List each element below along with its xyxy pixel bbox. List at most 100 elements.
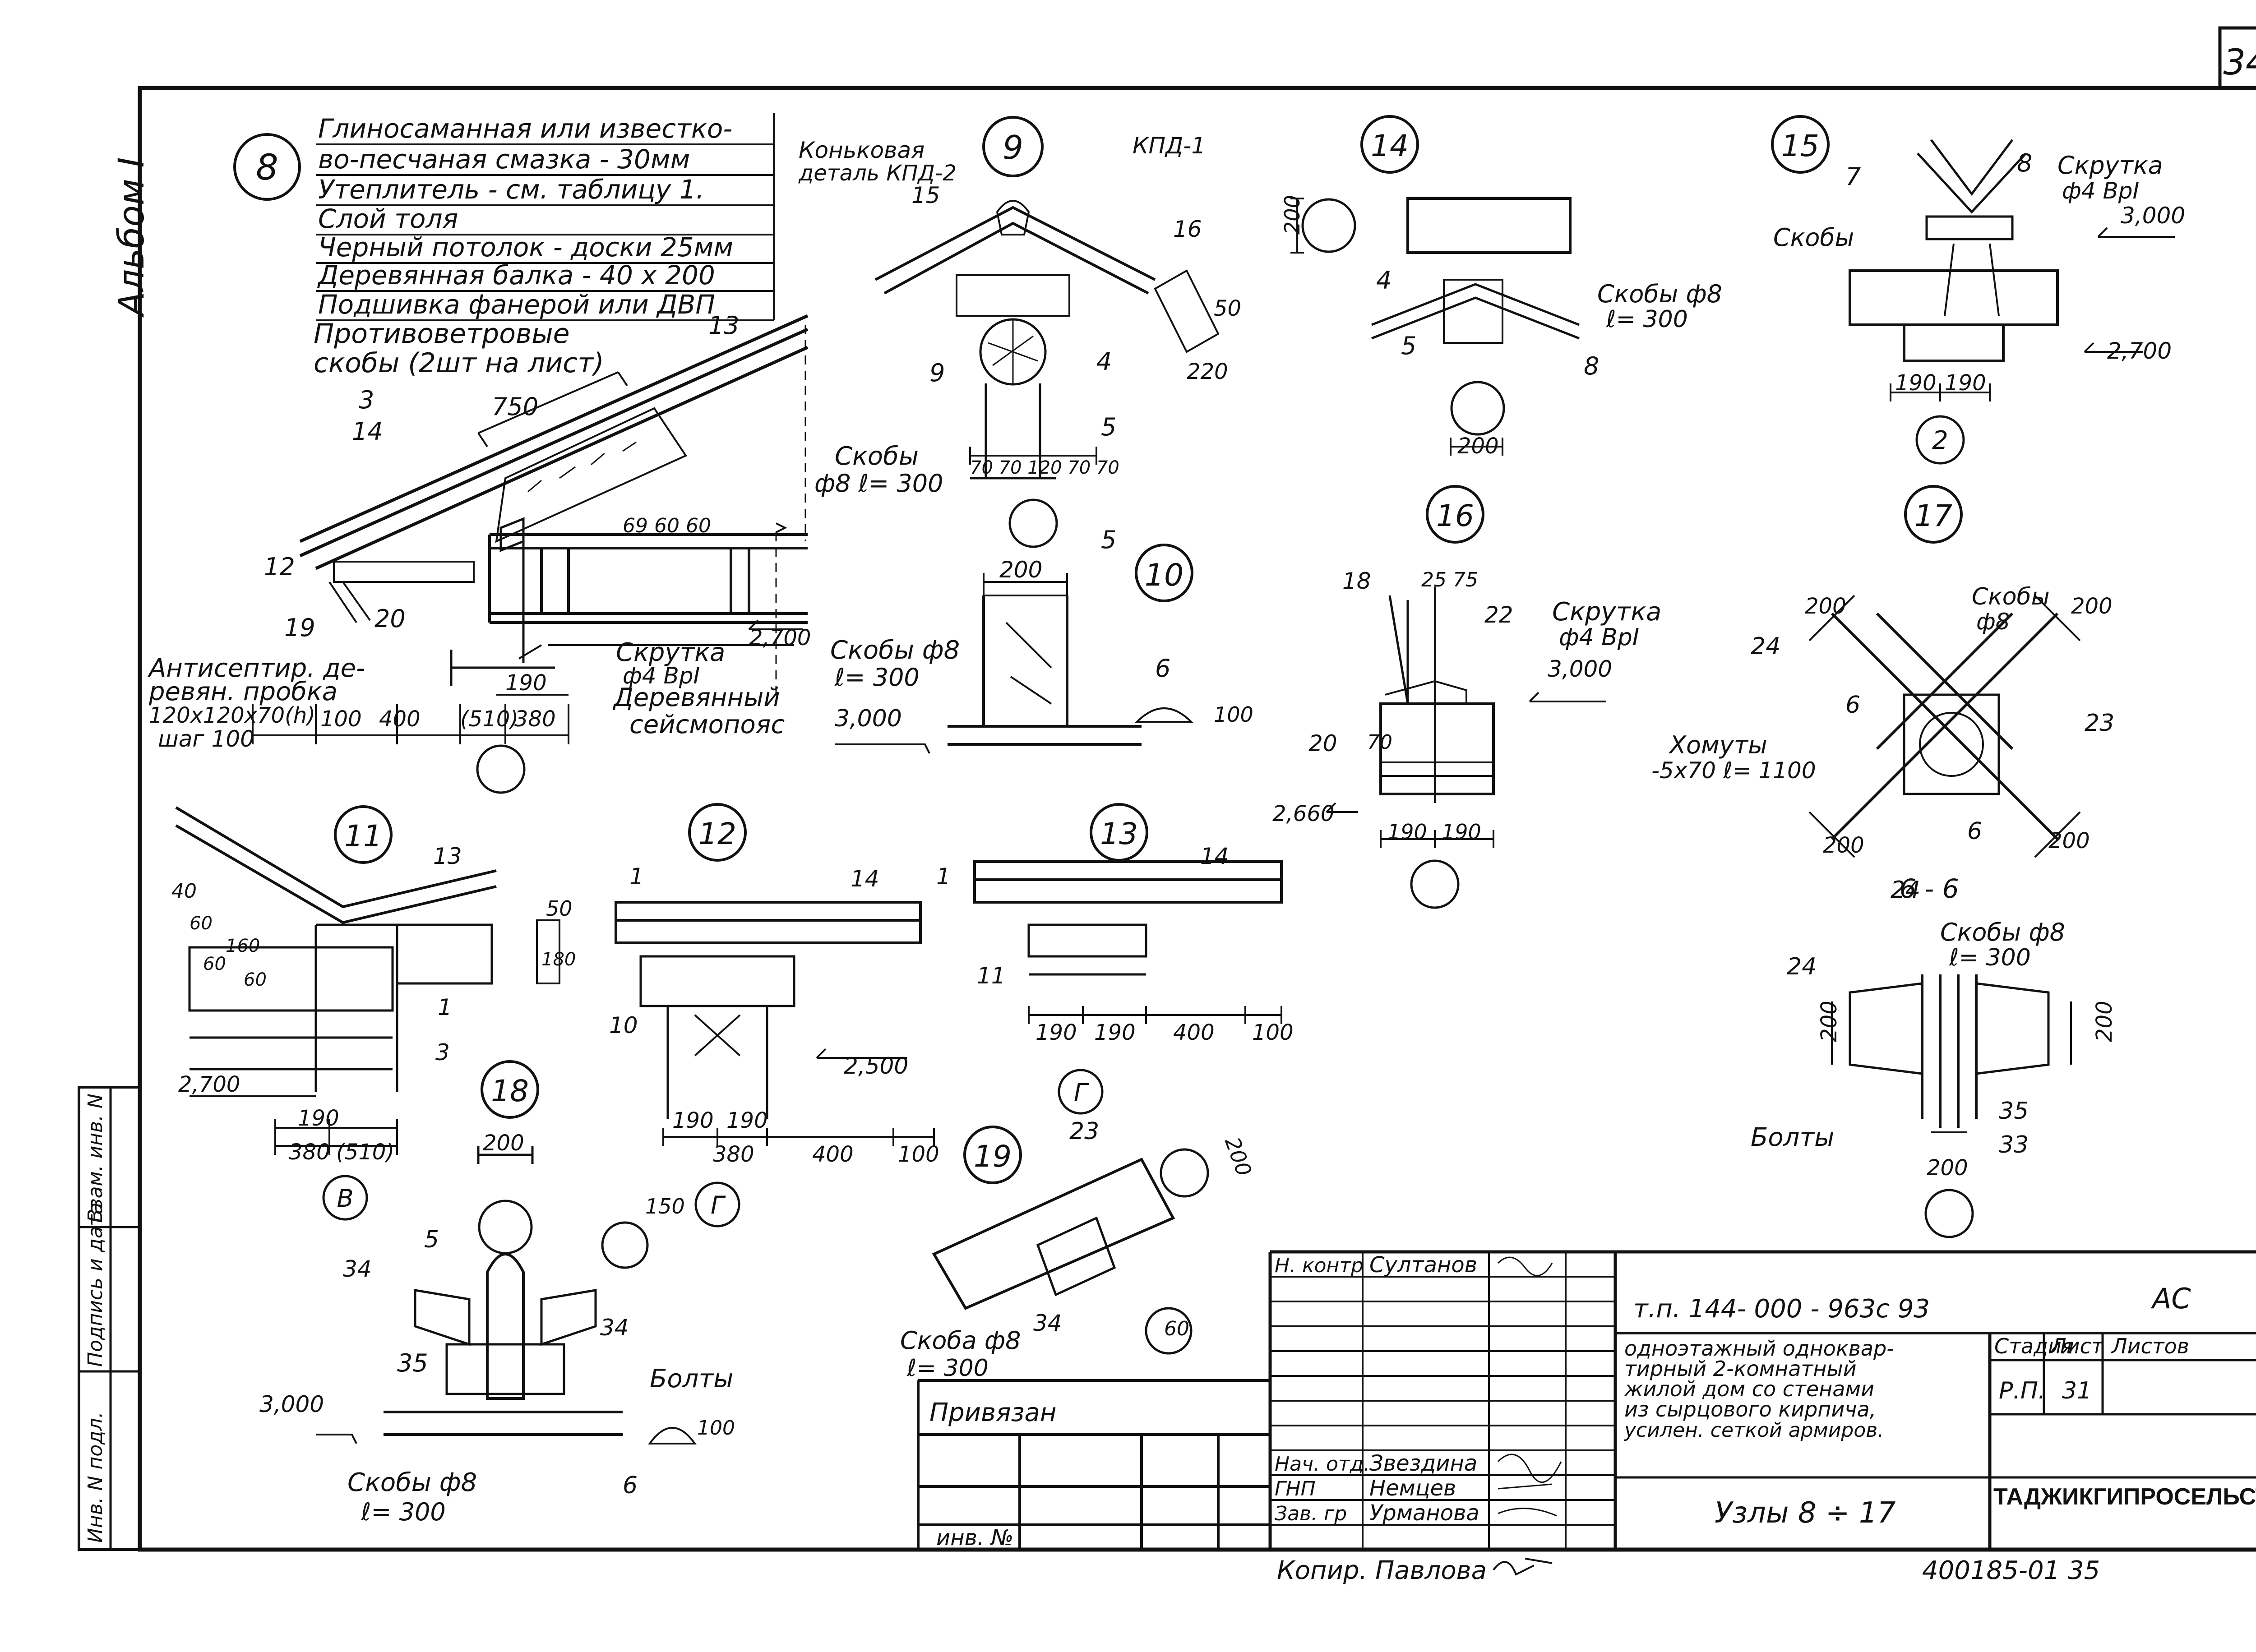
svg-text:Султанов: Султанов (1369, 1252, 1477, 1278)
svg-text:АС: АС (2150, 1282, 2191, 1315)
node-16: 16 18 25 75 22 Скрутка ф4 ВрI 3,000 20 7… (1272, 485, 1661, 909)
svg-text:деталь КПД-2: деталь КПД-2 (798, 161, 957, 186)
node-15-badge (1771, 115, 1830, 174)
svg-text:400185-01 35: 400185-01 35 (1922, 1556, 2100, 1585)
svg-text:200: 200 (1457, 434, 1499, 459)
svg-text:Привязан: Привязан (929, 1398, 1056, 1427)
svg-text:34: 34 (343, 1256, 372, 1282)
svg-text:15: 15 (1781, 129, 1819, 163)
svg-text:т.п. 144- 000 - 963с 93: т.п. 144- 000 - 963с 93 (1633, 1294, 1930, 1324)
svg-text:ГНП: ГНП (1275, 1477, 1316, 1500)
svg-text:во-песчаная смазка - 30мм: во-песчаная смазка - 30мм (318, 144, 690, 175)
svg-text:200: 200 (1927, 1155, 1968, 1181)
svg-text:Подшивка фанерой или ДВП: Подшивка фанерой или ДВП (318, 289, 715, 320)
svg-text:10: 10 (609, 1012, 638, 1038)
svg-text:6: 6 (1155, 654, 1170, 683)
svg-text:Утеплитель - см. таблицу 1.: Утеплитель - см. таблицу 1. (318, 174, 704, 205)
svg-text:Лист: Лист (2050, 1334, 2104, 1358)
svg-text:инв. №: инв. № (936, 1525, 1013, 1550)
svg-text:120х120х70(h): 120х120х70(h) (149, 703, 315, 728)
axis-marker-V (322, 1175, 368, 1221)
svg-text:69 60 60: 69 60 60 (623, 514, 711, 537)
node-16-badge (1426, 485, 1484, 544)
svg-text:Слой толя: Слой толя (318, 203, 458, 234)
svg-text:Болты: Болты (650, 1364, 733, 1394)
svg-text:100: 100 (320, 706, 362, 732)
svg-text:16: 16 (1436, 498, 1474, 533)
svg-text:35: 35 (1999, 1098, 2029, 1125)
svg-text:100: 100 (1214, 702, 1253, 727)
svg-text:ℓ= 300: ℓ= 300 (361, 1498, 446, 1526)
svg-text:6: 6 (623, 1472, 638, 1499)
svg-text:4: 4 (1376, 266, 1392, 295)
svg-text:(510): (510) (460, 706, 518, 732)
axis-marker-G (1058, 1069, 1104, 1115)
svg-text:200: 200 (1280, 195, 1304, 235)
svg-text:160: 160 (226, 936, 260, 956)
svg-text:сейсмопояс: сейсмопояс (629, 710, 785, 739)
svg-text:Хомуты: Хомуты (1668, 731, 1767, 759)
svg-text:Стадия: Стадия (1994, 1334, 2074, 1358)
svg-text:200: 200 (1823, 833, 1864, 858)
svg-text:КПД-1: КПД-1 (1133, 133, 1206, 159)
svg-text:2,700: 2,700 (178, 1072, 240, 1097)
svg-text:Немцев: Немцев (1369, 1476, 1456, 1501)
svg-text:-5х70 ℓ= 1100: -5х70 ℓ= 1100 (1651, 757, 1816, 784)
svg-text:1: 1 (936, 863, 951, 890)
node-11-badge (334, 805, 393, 864)
node-8-badge (233, 133, 301, 201)
svg-text:18: 18 (1342, 568, 1371, 594)
node-14: 14 200 4 5 8 Скобы ф8 ℓ= 300 200 (1280, 115, 1722, 459)
svg-text:Болты: Болты (1751, 1123, 1834, 1152)
svg-text:20: 20 (374, 605, 406, 633)
svg-text:70 70 120 70 70: 70 70 120 70 70 (970, 457, 1119, 478)
svg-text:6 - 6: 6 - 6 (1900, 873, 1959, 904)
svg-text:3,000: 3,000 (2121, 203, 2185, 229)
svg-text:50: 50 (1214, 296, 1241, 321)
svg-text:60: 60 (203, 954, 226, 974)
svg-text:ℓ= 300: ℓ= 300 (1949, 944, 2031, 971)
svg-text:180: 180 (541, 949, 576, 970)
svg-text:6: 6 (1967, 818, 1982, 845)
svg-text:190: 190 (298, 1106, 339, 1131)
svg-text:190: 190 (1387, 820, 1427, 844)
svg-text:400: 400 (379, 706, 421, 732)
svg-text:шаг 100: шаг 100 (158, 726, 254, 752)
svg-text:24: 24 (1891, 877, 1920, 904)
svg-text:ТАДЖИКГИПРОСЕЛЬСТРОЙ: ТАДЖИКГИПРОСЕЛЬСТРОЙ (1993, 1483, 2256, 1510)
node-10: 10 5 200 Скобы ф8 ℓ= 300 6 3,000 100 (830, 498, 1253, 754)
svg-text:усилен. сеткой армиров.: усилен. сеткой армиров. (1623, 1419, 1884, 1442)
svg-text:Р.П.: Р.П. (1999, 1377, 2046, 1404)
svg-text:400: 400 (812, 1142, 854, 1167)
svg-text:35: 35 (397, 1349, 428, 1377)
svg-text:Скобы ф8: Скобы ф8 (830, 636, 960, 665)
svg-text:100: 100 (697, 1417, 735, 1440)
svg-text:Деревянный: Деревянный (612, 683, 780, 712)
svg-text:31: 31 (2062, 1377, 2092, 1404)
album-label: Альбом I (111, 157, 152, 318)
svg-text:2,700: 2,700 (749, 625, 811, 651)
svg-text:одноэтажный одноквар-: одноэтажный одноквар- (1624, 1336, 1894, 1361)
svg-text:ревян. пробка: ревян. пробка (148, 677, 337, 706)
svg-text:Подпись и дата: Подпись и дата (84, 1203, 107, 1367)
svg-text:190: 190 (726, 1108, 768, 1133)
svg-text:23: 23 (2085, 710, 2114, 737)
svg-text:В: В (337, 1184, 353, 1213)
svg-text:2,500: 2,500 (844, 1053, 908, 1079)
svg-text:200: 200 (1805, 594, 1846, 619)
svg-text:380: 380 (713, 1142, 754, 1167)
svg-text:Г: Г (711, 1191, 726, 1219)
node-15: 15 7 8 Скрутка ф4 ВрI Скобы 3,000 2,700 … (1771, 115, 2185, 465)
svg-text:Скрутка: Скрутка (616, 638, 725, 667)
svg-text:ℓ= 300: ℓ= 300 (834, 663, 920, 692)
svg-text:Урманова: Урманова (1369, 1500, 1479, 1526)
svg-text:750: 750 (492, 392, 538, 421)
svg-text:ф4 ВрI: ф4 ВрI (623, 663, 700, 689)
svg-text:1: 1 (629, 863, 644, 890)
svg-text:34: 34 (1033, 1310, 1062, 1336)
section-6-6: 6 - 6 Скобы ф8 ℓ= 300 24 200 200 Болты 3… (1751, 873, 2117, 1238)
node-9-badge (982, 116, 1044, 177)
svg-text:24: 24 (1787, 953, 1817, 980)
svg-text:16: 16 (1173, 216, 1202, 242)
